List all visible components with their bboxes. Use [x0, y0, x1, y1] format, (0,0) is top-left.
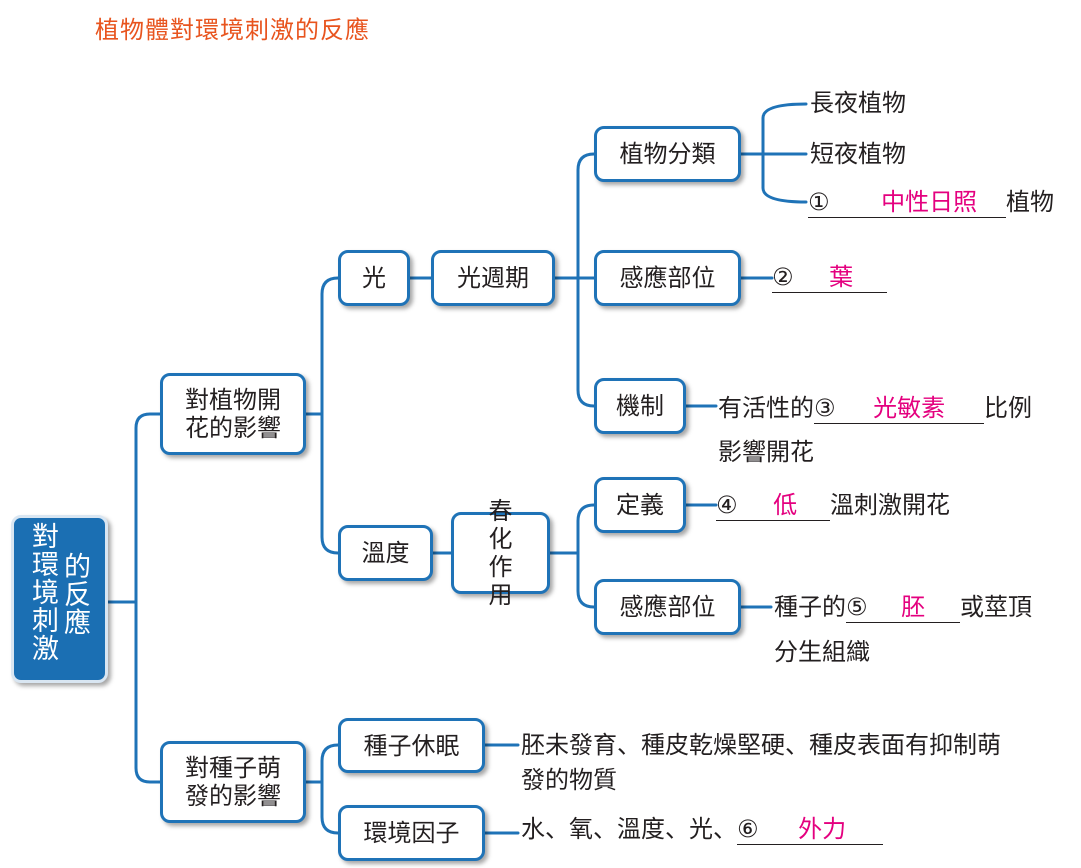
node-environmental-factors: 環境因子: [338, 805, 485, 861]
node-definition: 定義: [594, 477, 686, 533]
node-plant-classification: 植物分類: [594, 126, 741, 182]
leaf-mechanism-line2: 影響開花: [718, 438, 814, 466]
node-mechanism: 機制: [594, 378, 686, 434]
leaf-temp-site-text: 種子的 ⑤ 胚 或莖頂: [774, 592, 1032, 623]
answer-5-value: 胚: [901, 593, 926, 621]
answer-blank-1: ① 中性日照: [808, 187, 1006, 218]
answer-blank-3: ③ 光敏素: [814, 393, 984, 424]
leaf-dormancy-line2: 發的物質: [521, 766, 617, 794]
node-photoperiod: 光週期: [431, 250, 555, 306]
node-light: 光: [338, 250, 410, 306]
node-temperature: 溫度: [338, 525, 433, 581]
leaf-temp-site-line2: 分生組織: [774, 638, 870, 666]
answer-blank-5: ⑤ 胚: [846, 592, 960, 623]
leaf-sensing-site-answer: ② 葉: [772, 262, 887, 293]
leaf-neutral-plant: ① 中性日照 植物: [808, 187, 1054, 218]
answer-6-value: 外力: [798, 815, 847, 843]
leaf-short-night-plant: 短夜植物: [810, 140, 906, 168]
diagram-title: 植物體對環境刺激的反應: [95, 16, 370, 44]
answer-blank-6: ⑥ 外力: [737, 814, 883, 845]
leaf-env-factors-text: 水、氧、溫度、光、 ⑥ 外力: [521, 814, 883, 845]
answer-2-value: 葉: [829, 263, 854, 291]
node-germination-effects: 對種子萌發的影響: [160, 741, 306, 823]
leaf-dormancy-line1: 胚未發育、種皮乾燥堅硬、種皮表面有抑制萌: [521, 731, 1001, 759]
answer-4-value: 低: [773, 491, 798, 519]
node-vernalization: 春化作用: [451, 497, 550, 609]
root-node: 對環境刺激 的反應: [11, 515, 108, 683]
root-label-col2: 的反應: [64, 552, 91, 639]
node-sensing-site-light: 感應部位: [594, 250, 741, 306]
leaf-mechanism-text: 有活性的 ③ 光敏素 比例: [718, 393, 1032, 424]
node-flowering-effects: 對植物開花的影響: [160, 373, 306, 455]
answer-3-value: 光敏素: [873, 394, 946, 422]
node-sensing-site-temperature: 感應部位: [594, 579, 741, 635]
answer-blank-4: ④ 低: [716, 490, 830, 521]
leaf-long-night-plant: 長夜植物: [810, 89, 906, 117]
answer-1-value: 中性日照: [881, 188, 978, 216]
leaf-definition-text: ④ 低 溫刺激開花: [716, 490, 950, 521]
root-label-col1: 對環境刺激: [32, 522, 59, 665]
node-seed-dormancy: 種子休眠: [338, 718, 485, 773]
answer-blank-2: ② 葉: [772, 262, 887, 293]
